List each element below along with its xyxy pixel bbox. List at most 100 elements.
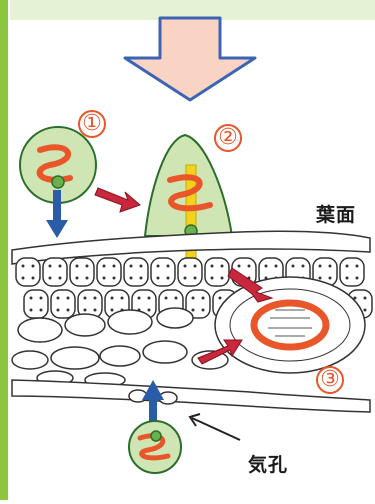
- vascular-bundle: [215, 277, 365, 373]
- chloroplast: [76, 277, 79, 280]
- spongy-cell: [100, 346, 140, 366]
- chloroplast: [219, 297, 222, 300]
- chloroplast: [167, 265, 170, 268]
- palisade-cell: [24, 290, 48, 318]
- palisade-cell: [97, 258, 121, 286]
- palisade-cell: [151, 258, 175, 286]
- red-arrow-1: [95, 188, 140, 212]
- chloroplast: [86, 265, 89, 268]
- chloroplast: [59, 277, 62, 280]
- chloroplast: [32, 265, 35, 268]
- chloroplast: [329, 277, 332, 280]
- chloroplast: [346, 265, 349, 268]
- chloroplast: [140, 265, 143, 268]
- spongy-cell: [143, 341, 187, 363]
- chloroplast: [84, 309, 87, 312]
- leaf-surface-label: 葉面: [316, 200, 356, 227]
- leaf-hair: [145, 135, 232, 275]
- chloroplast: [194, 265, 197, 268]
- step-1-label: ①: [78, 110, 106, 138]
- chloroplast: [94, 309, 97, 312]
- stoma-label: 気孔: [248, 450, 288, 477]
- spongy-cell: [12, 351, 48, 369]
- chloroplast: [329, 265, 332, 268]
- chloroplast: [192, 297, 195, 300]
- chloroplast: [356, 265, 359, 268]
- chloroplast: [30, 309, 33, 312]
- chloroplast: [302, 265, 305, 268]
- step-3-label: ③: [316, 366, 344, 394]
- chloroplast: [319, 277, 322, 280]
- chloroplast: [138, 297, 141, 300]
- chloroplast: [221, 265, 224, 268]
- spongy-cell: [18, 318, 62, 342]
- chloroplast: [76, 265, 79, 268]
- chloroplast: [184, 277, 187, 280]
- spongy-cell: [157, 308, 193, 328]
- chloroplast: [140, 277, 143, 280]
- chloroplast: [175, 297, 178, 300]
- chloroplast: [57, 309, 60, 312]
- palisade-cell: [70, 258, 94, 286]
- chloroplast: [165, 297, 168, 300]
- big-down-arrow-icon: [125, 18, 255, 100]
- chloroplast: [157, 277, 160, 280]
- chloroplast: [364, 297, 367, 300]
- palisade-cell: [51, 290, 75, 318]
- chloroplast: [111, 297, 114, 300]
- chloroplast: [84, 297, 87, 300]
- chloroplast: [86, 277, 89, 280]
- chloroplast: [319, 265, 322, 268]
- chloroplast: [49, 277, 52, 280]
- chloroplast: [346, 277, 349, 280]
- chloroplast: [113, 277, 116, 280]
- chloroplast: [148, 309, 151, 312]
- chloroplast: [94, 297, 97, 300]
- chloroplast: [57, 297, 60, 300]
- chloroplast: [32, 277, 35, 280]
- spongy-cell: [108, 310, 152, 334]
- palisade-cell: [205, 258, 229, 286]
- chloroplast: [184, 265, 187, 268]
- chloroplast: [211, 277, 214, 280]
- chloroplast: [22, 277, 25, 280]
- chloroplast: [40, 309, 43, 312]
- chloroplast: [30, 297, 33, 300]
- chloroplast: [221, 277, 224, 280]
- chloroplast: [130, 265, 133, 268]
- chloroplast: [40, 297, 43, 300]
- chloroplast: [121, 297, 124, 300]
- chloroplast: [49, 265, 52, 268]
- chloroplast: [67, 297, 70, 300]
- chloroplast: [157, 265, 160, 268]
- palisade-cell: [124, 258, 148, 286]
- chloroplast: [130, 277, 133, 280]
- spongy-cell: [65, 314, 105, 336]
- chloroplast: [22, 265, 25, 268]
- chloroplast: [211, 265, 214, 268]
- chloroplast: [67, 309, 70, 312]
- chloroplast: [364, 309, 367, 312]
- chloroplast: [103, 277, 106, 280]
- chloroplast: [192, 309, 195, 312]
- chloroplast: [248, 265, 251, 268]
- palisade-cell: [16, 258, 40, 286]
- palisade-cell: [43, 258, 67, 286]
- chloroplast: [148, 297, 151, 300]
- palisade-cell: [178, 258, 202, 286]
- step-2-label: ②: [214, 124, 242, 152]
- chloroplast: [202, 297, 205, 300]
- spongy-layer: [12, 308, 228, 387]
- left-frame: [0, 0, 8, 500]
- pointer-arrow-icon: [190, 414, 240, 440]
- chloroplast: [103, 265, 106, 268]
- chloroplast: [202, 309, 205, 312]
- chloroplast: [356, 277, 359, 280]
- chloroplast: [238, 265, 241, 268]
- chloroplast: [59, 265, 62, 268]
- droplet-bubble-2: [129, 421, 181, 473]
- chloroplast: [275, 265, 278, 268]
- chloroplast: [194, 277, 197, 280]
